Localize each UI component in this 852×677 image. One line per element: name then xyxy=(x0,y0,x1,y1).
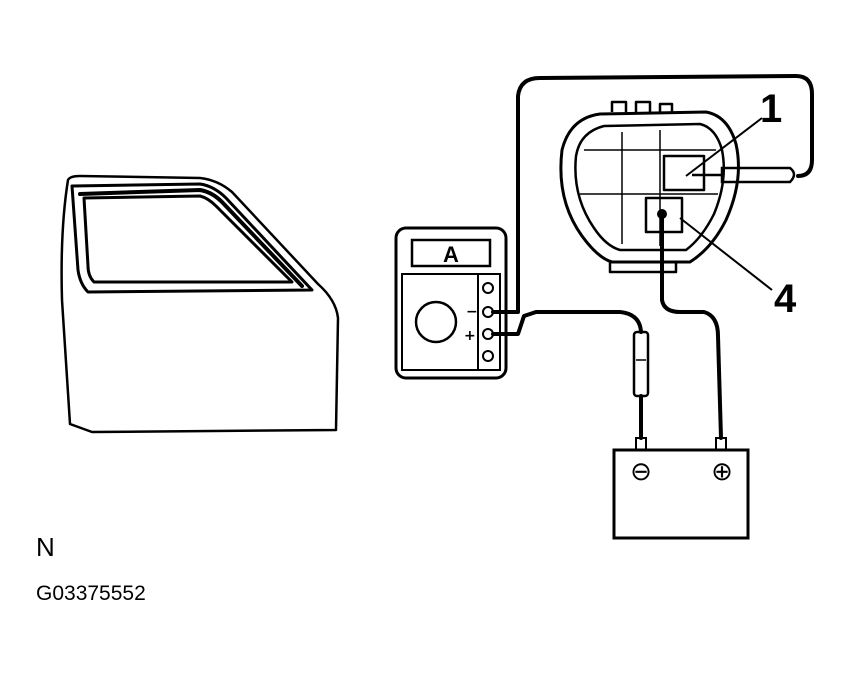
multimeter: A − + xyxy=(394,226,508,380)
callout-4-label: 4 xyxy=(774,277,797,321)
meter-display xyxy=(410,238,492,268)
callout-1-label: 1 xyxy=(760,87,782,131)
housing-tab-bottom xyxy=(608,262,678,274)
callout-4-leader xyxy=(679,217,773,291)
door-outline xyxy=(60,174,340,434)
battery-negative-symbol: ⊖ xyxy=(630,456,652,486)
inline-fuse xyxy=(632,330,650,398)
figure-id: G03375552 xyxy=(36,582,146,605)
callout-1-leader xyxy=(685,117,763,177)
wires xyxy=(491,74,814,440)
wire-meter-to-fuse xyxy=(491,310,643,336)
meter-jack-1 xyxy=(482,282,494,294)
meter-display-reading: A xyxy=(443,242,459,267)
meter-face xyxy=(401,273,501,371)
car-door xyxy=(60,174,340,434)
meter-body xyxy=(394,226,508,380)
housing-inner xyxy=(574,122,726,252)
terminal-1 xyxy=(662,154,706,192)
orientation-label: N xyxy=(36,532,55,562)
test-probe xyxy=(692,166,796,184)
wire-meter-to-probe xyxy=(491,74,814,314)
housing-outer xyxy=(559,110,740,264)
meter-plus-label: + xyxy=(464,328,476,344)
callouts: 1 4 xyxy=(679,87,797,321)
battery-positive-symbol: ⊕ xyxy=(711,456,733,486)
probe-body xyxy=(720,166,796,184)
housing-tabs-top xyxy=(610,100,674,112)
door-window-inner xyxy=(82,194,294,284)
door-window-gap xyxy=(78,188,304,288)
meter-jack-4 xyxy=(482,350,494,362)
wire-term4-to-battery-pos xyxy=(660,212,723,440)
battery-case xyxy=(612,448,750,540)
meter-dial xyxy=(414,300,458,344)
lamp-housing xyxy=(559,100,740,274)
battery: ⊖ ⊕ xyxy=(612,437,750,540)
door-window-outer xyxy=(70,182,314,294)
meter-minus-label: − xyxy=(466,304,478,320)
fuse-body xyxy=(632,330,650,398)
